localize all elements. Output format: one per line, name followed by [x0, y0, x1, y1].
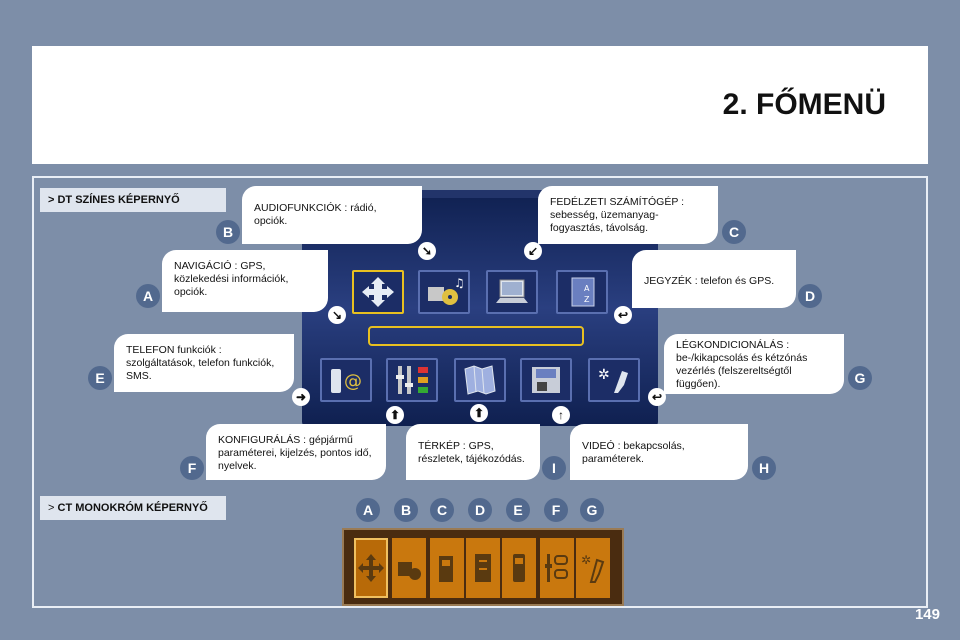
- arrow-down-icon: ➘: [418, 242, 436, 260]
- mono-badge-b: B: [394, 498, 418, 522]
- mono-badge-g: G: [580, 498, 604, 522]
- configuration-icon: [545, 554, 568, 582]
- mono-fuel-tile[interactable]: [430, 538, 464, 598]
- mono-label-text: CT MONOKRÓM KÉPERNYŐ: [57, 502, 208, 514]
- arrow-up-icon: ↑: [552, 406, 570, 424]
- fuel-icon: [439, 556, 453, 582]
- map-tile[interactable]: [454, 358, 506, 402]
- callout-directory: JEGYZÉK : telefon és GPS.: [632, 250, 796, 308]
- badge-f: F: [180, 456, 204, 480]
- arrow-right-icon: ➜: [292, 388, 310, 406]
- callout-air-conditioning: LÉGKONDICIONÁLÁS : be-/kikapcsolás és ké…: [664, 334, 844, 394]
- screen-top-bar: [302, 190, 658, 198]
- navigation-tile[interactable]: [352, 270, 404, 314]
- arrow-up-icon: ⬆: [470, 404, 488, 422]
- svg-text:✲: ✲: [581, 553, 591, 567]
- svg-text:♫: ♫: [454, 276, 464, 290]
- mono-badge-d: D: [468, 498, 492, 522]
- callout-computer: FEDÉLZETI SZÁMÍTÓGÉP : sebesség, üzemany…: [538, 186, 718, 244]
- header-panel: 2. FŐMENÜ: [32, 46, 928, 164]
- audio-icon: [398, 562, 421, 580]
- arrow-left-icon: ↩: [648, 388, 666, 406]
- badge-d: D: [798, 284, 822, 308]
- mono-audio-tile[interactable]: [392, 538, 426, 598]
- directory-icon: AZ: [571, 277, 595, 307]
- svg-text:@: @: [344, 371, 362, 392]
- mono-navigation-tile[interactable]: [354, 538, 388, 598]
- badge-c: C: [722, 220, 746, 244]
- mono-screen-label: > CT MONOKRÓM KÉPERNYŐ: [40, 496, 226, 520]
- directory-icon: [475, 554, 491, 582]
- navigation-icon: [358, 554, 384, 582]
- monochrome-screen: ✲: [342, 528, 624, 606]
- mono-telephone-tile[interactable]: [502, 538, 536, 598]
- mono-directory-tile[interactable]: [466, 538, 500, 598]
- mono-badge-f: F: [544, 498, 568, 522]
- video-tile[interactable]: [520, 358, 572, 402]
- configuration-tile[interactable]: [386, 358, 438, 402]
- page-title: 2. FŐMENÜ: [722, 88, 886, 121]
- map-icon: [464, 365, 496, 395]
- badge-b: B: [216, 220, 240, 244]
- callout-navigation: NAVIGÁCIÓ : GPS, közlekedési információk…: [162, 250, 328, 312]
- arrow-down-icon: ↙: [524, 242, 542, 260]
- audio-tile[interactable]: ♫: [418, 270, 470, 314]
- arrow-up-icon: ⬆: [386, 406, 404, 424]
- badge-e: E: [88, 366, 112, 390]
- telephone-icon: @: [331, 369, 362, 393]
- air-conditioning-icon: ✲: [581, 553, 605, 583]
- callout-map: TÉRKÉP : GPS, részletek, tájékozódás.: [406, 424, 540, 480]
- audio-icon: ♫: [428, 276, 464, 305]
- callout-audio: AUDIOFUNKCIÓK : rádió, opciók.: [242, 186, 422, 244]
- callout-video: VIDEÓ : bekapcsolás, paraméterek.: [570, 424, 748, 480]
- mono-badge-a: A: [356, 498, 380, 522]
- navigation-icon: [362, 277, 394, 307]
- content-frame: [32, 176, 928, 608]
- air-conditioning-icon: ✲: [598, 367, 628, 393]
- arrow-right-icon: ↘: [328, 306, 346, 324]
- callout-configuration: KONFIGURÁLÁS : gépjármű paraméterei, kij…: [206, 424, 386, 480]
- telephone-icon: [513, 554, 525, 582]
- color-screen-label: > DT SZÍNES KÉPERNYŐ: [40, 188, 226, 212]
- svg-text:✲: ✲: [598, 367, 610, 383]
- badge-h: H: [752, 456, 776, 480]
- badge-i: I: [542, 456, 566, 480]
- badge-a: A: [136, 284, 160, 308]
- page-number: 149: [914, 606, 940, 623]
- svg-text:Z: Z: [584, 295, 590, 304]
- selection-bar: [368, 326, 584, 346]
- air-conditioning-tile[interactable]: ✲: [588, 358, 640, 402]
- computer-icon: [496, 279, 528, 303]
- badge-g: G: [848, 366, 872, 390]
- video-icon: [532, 367, 560, 393]
- arrow-left-icon: ↩: [614, 306, 632, 324]
- callout-telephone: TELEFON funkciók : szolgáltatások, telef…: [114, 334, 294, 392]
- mono-configuration-tile[interactable]: [540, 538, 574, 598]
- mono-label-prefix: >: [48, 502, 55, 514]
- computer-tile[interactable]: [486, 270, 538, 314]
- telephone-tile[interactable]: @: [320, 358, 372, 402]
- mono-air-conditioning-tile[interactable]: ✲: [576, 538, 610, 598]
- mono-badge-c: C: [430, 498, 454, 522]
- svg-text:A: A: [584, 284, 590, 293]
- mono-badge-e: E: [506, 498, 530, 522]
- configuration-icon: [396, 366, 428, 394]
